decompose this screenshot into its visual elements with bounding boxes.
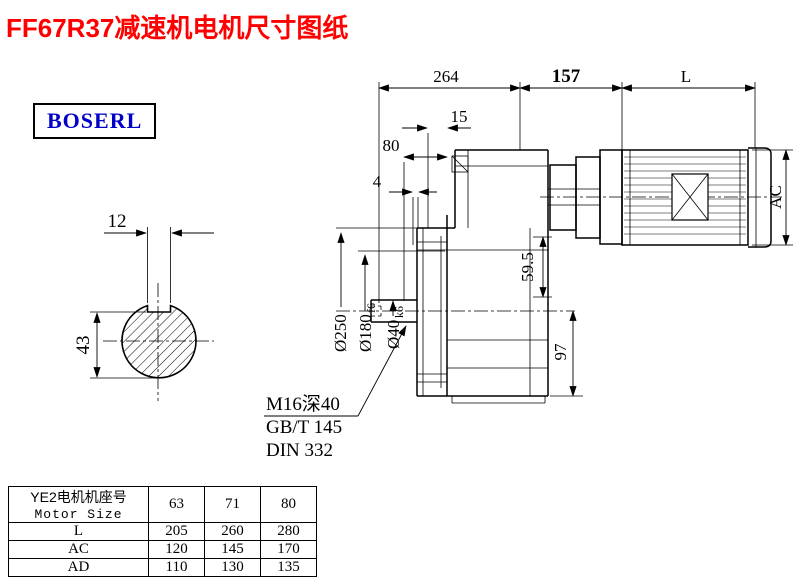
dim-shaft-tolerance: k6 [392,306,406,318]
table-row-L: L 205 260 280 [8,522,317,541]
dim-15: 15 [451,107,468,126]
value-AD-71: 130 [204,558,261,577]
table-row-AD: AD 110 130 135 [8,558,317,577]
motor-size-table: YE2电机机座号 Motor Size 63 71 80 L 205 260 2… [8,486,317,577]
notes-block: M16深40 GB/T 145 DIN 332 [264,325,407,461]
value-AC-71: 145 [204,540,261,559]
row-label-AD: AD [8,558,149,577]
table-header-line2: Motor Size [34,507,123,522]
shaft-cross-section: 12 43 [73,211,214,401]
table-header-row: YE2电机机座号 Motor Size 63 71 80 [8,486,317,523]
dim-AC: AC [766,185,785,209]
dim-spigot-tolerance: f6 [364,303,378,313]
motor-body [621,149,749,246]
dim-4: 4 [373,172,382,191]
value-AC-80: 170 [260,540,317,559]
motor [540,147,782,248]
row-label-L: L [8,522,149,541]
gearbox-housing [447,149,549,404]
value-AD-63: 110 [148,558,205,577]
dim-spigot-dia: Ø180 [356,314,375,352]
dim-80: 80 [383,136,400,155]
dim-shaft-height: 43 [73,336,94,355]
note-din-standard: DIN 332 [266,440,333,461]
value-L-80: 280 [260,522,317,541]
dim-flange-od: Ø250 [331,314,350,352]
dim-L: L [681,67,691,86]
frame-size-80: 80 [260,486,317,523]
table-header-line1: YE2电机机座号 [30,489,127,505]
flange-and-shaft [336,215,575,397]
dim-keyway-width: 12 [108,211,127,232]
dim-264: 264 [433,67,459,86]
value-AC-63: 120 [148,540,205,559]
dim-shaft-dia: Ø40 [384,320,403,349]
table-row-AC: AC 120 145 170 [8,540,317,559]
dim-59-5: 59.5 [518,252,537,282]
value-AD-80: 135 [260,558,317,577]
row-label-AC: AC [8,540,149,559]
fan-cover [748,147,772,248]
brand-logo: BOSERL [33,103,157,139]
vertical-dimensions: AC 59.5 97 [518,149,793,397]
dim-97: 97 [551,343,570,361]
top-dimensions: 264 157 L 15 80 4 [373,66,756,303]
value-L-71: 260 [204,522,261,541]
diameter-labels: Ø250 Ø180 f6 Ø40 k6 [331,227,445,352]
note-gb-standard: GB/T 145 [266,417,342,438]
frame-size-63: 63 [148,486,205,523]
note-tapped-hole: M16深40 [266,393,340,415]
shaft-circle [121,304,197,379]
oil-plug [451,155,469,173]
page-title: FF67R37减速机电机尺寸图纸 [6,13,349,43]
table-header-cell: YE2电机机座号 Motor Size [8,486,149,523]
frame-size-71: 71 [204,486,261,523]
value-L-63: 205 [148,522,205,541]
dim-157: 157 [552,66,581,87]
